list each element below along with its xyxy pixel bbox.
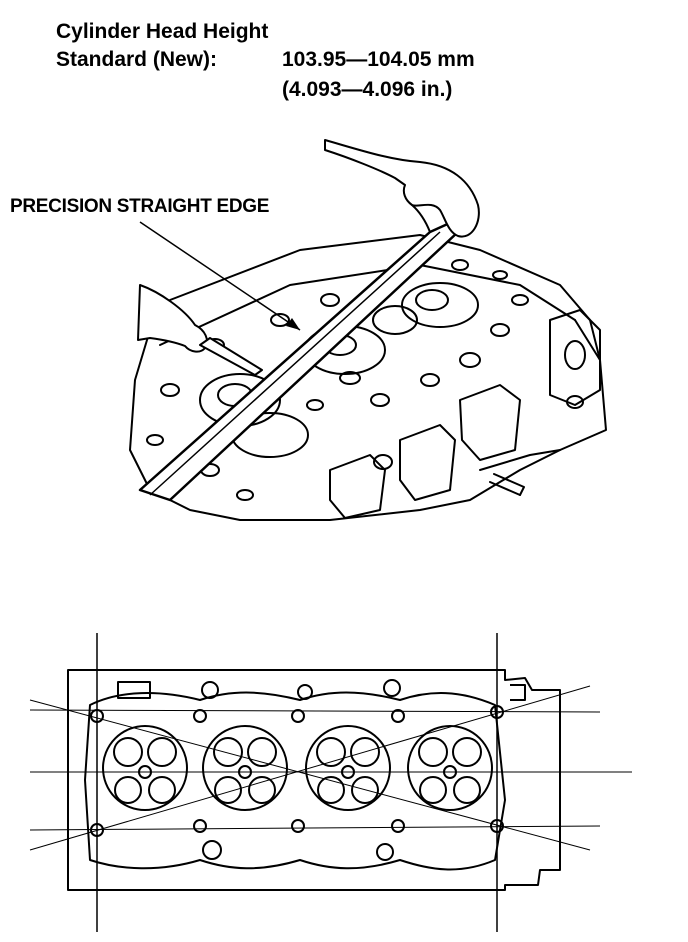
cylinder-3 (305, 725, 391, 811)
page-title: Cylinder Head Height (56, 20, 269, 43)
precision-straight-edge (138, 220, 460, 502)
standard-metric-value: 103.95—104.05 mm (282, 48, 475, 71)
standard-label: Standard (New): (56, 48, 218, 71)
feeler-gauge (199, 337, 263, 376)
right-hand (324, 139, 480, 238)
head-plan-outline (67, 669, 561, 891)
cylinder-1 (102, 725, 188, 811)
cylinder-2 (202, 725, 288, 811)
left-hand (137, 284, 208, 353)
cylinder-4 (407, 725, 493, 811)
standard-inch-value: (4.093—4.096 in.) (282, 78, 453, 101)
cylinder-head-outline (129, 234, 607, 521)
straight-edge-callout-label: PRECISION STRAIGHT EDGE (10, 196, 270, 217)
